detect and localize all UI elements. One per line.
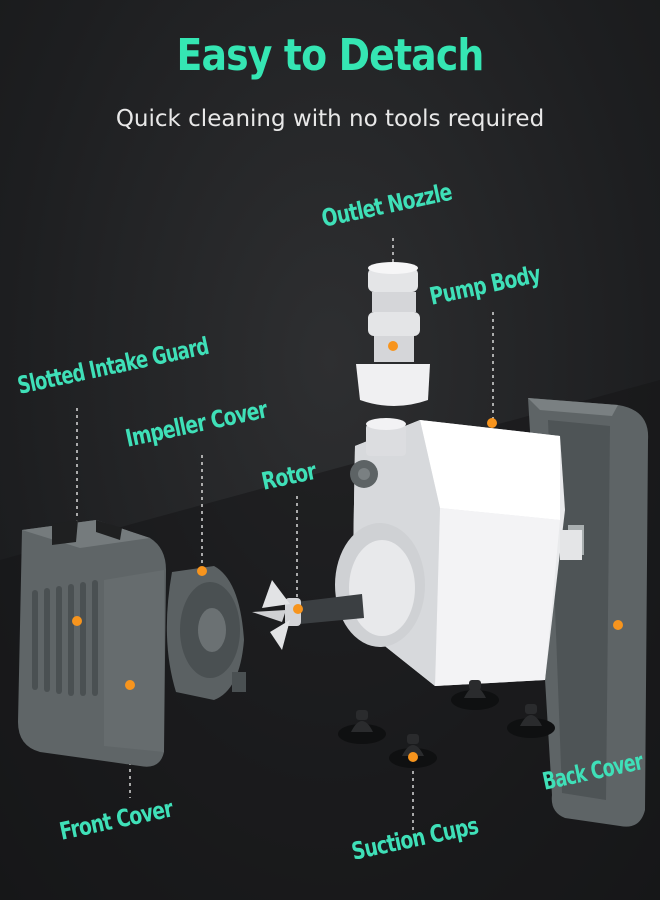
impeller-cover xyxy=(166,566,246,700)
pump-body xyxy=(335,418,582,686)
front-cover xyxy=(18,520,166,767)
outlet-nozzle xyxy=(356,262,430,406)
page-title: Easy to Detach xyxy=(176,30,484,81)
suction-cups xyxy=(338,680,555,768)
page-subtitle: Quick cleaning with no tools required xyxy=(115,106,545,132)
callout-markers xyxy=(72,341,623,762)
rotor xyxy=(252,580,364,650)
